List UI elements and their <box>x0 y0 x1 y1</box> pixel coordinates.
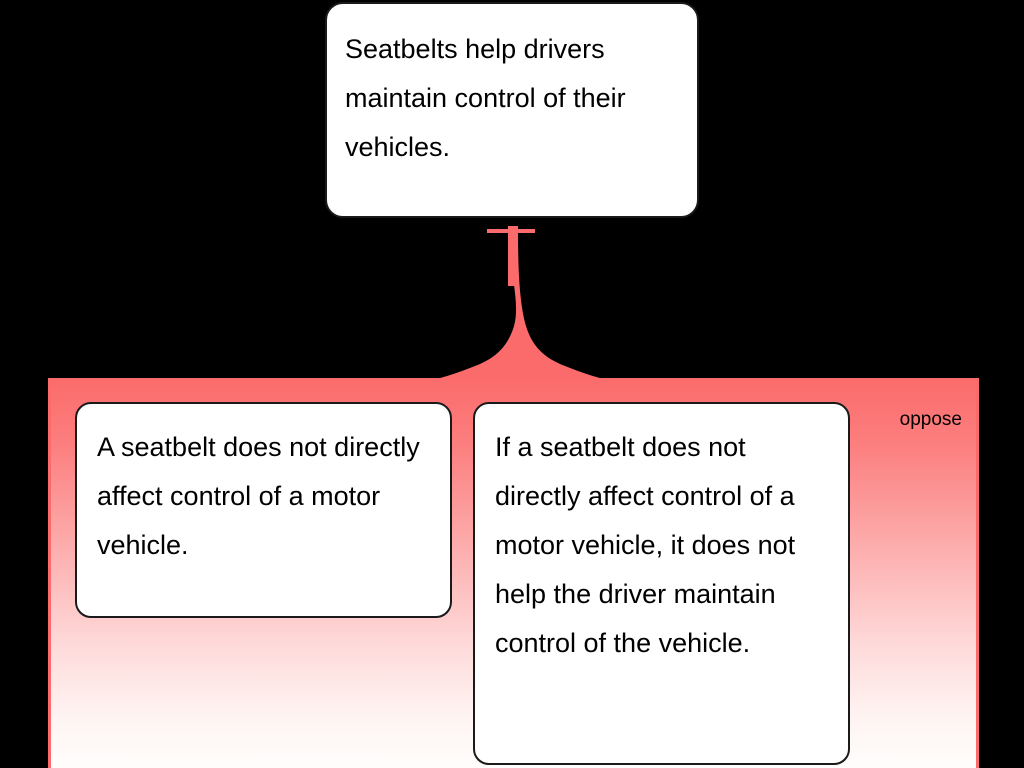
oppose-connector-icon <box>440 226 600 380</box>
premise-left-text: A seatbelt does not directly affect cont… <box>97 432 428 560</box>
oppose-panel: oppose A seatbelt does not directly affe… <box>48 378 979 768</box>
premise-box-left[interactable]: A seatbelt does not directly affect cont… <box>75 402 452 618</box>
premise-right-text: If a seatbelt does not directly affect c… <box>495 432 803 658</box>
premise-box-right[interactable]: If a seatbelt does not directly affect c… <box>473 402 850 765</box>
conclusion-text: Seatbelts help drivers maintain control … <box>345 34 634 162</box>
conclusion-box[interactable]: Seatbelts help drivers maintain control … <box>325 2 699 218</box>
connector-bar-icon <box>487 229 535 233</box>
relation-label: oppose <box>899 409 962 430</box>
